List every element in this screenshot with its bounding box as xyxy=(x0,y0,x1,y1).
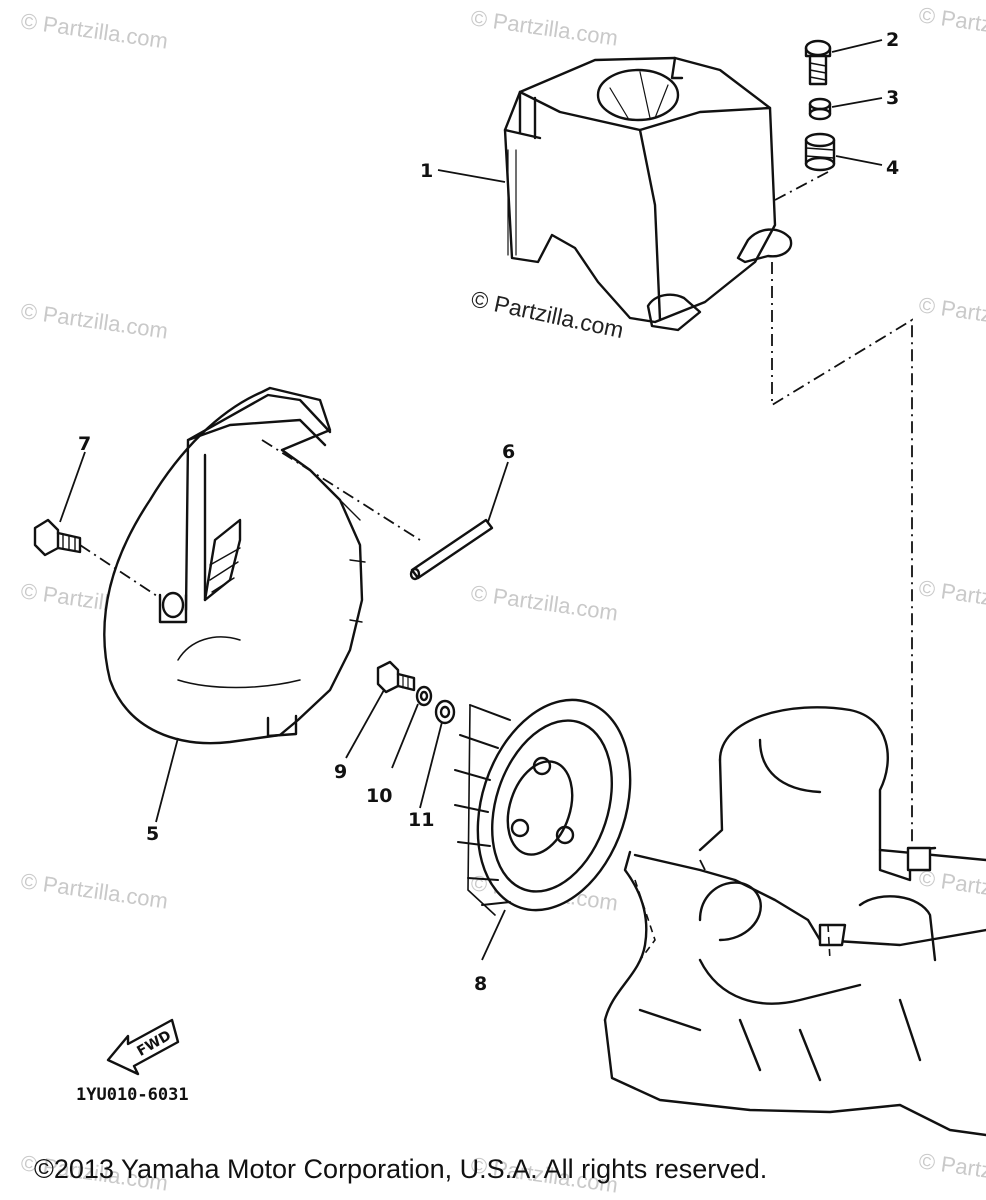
callout-1: 1 xyxy=(420,160,433,182)
callout-6: 6 xyxy=(502,441,515,463)
leader-line xyxy=(419,721,443,809)
watermark: © Partzilla.com xyxy=(469,580,619,625)
leader-line xyxy=(437,169,506,183)
leader-line xyxy=(835,155,883,166)
leader-line xyxy=(831,39,883,53)
callout-8: 8 xyxy=(474,973,487,995)
center-watermark: © Partzilla.com xyxy=(469,285,626,343)
pin-part xyxy=(409,518,494,581)
engine-crankcase xyxy=(603,706,986,1137)
washer-part-11 xyxy=(434,699,456,725)
copyright-notice: ©2013 Yamaha Motor Corporation, U.S.A. A… xyxy=(34,1154,768,1184)
watermark: © Partzilla.com xyxy=(917,865,986,910)
leader-line xyxy=(155,737,179,823)
leader-line xyxy=(831,97,883,108)
cooling-fan-part xyxy=(454,698,632,916)
damper-part-4 xyxy=(804,132,836,172)
screw-part-2 xyxy=(804,39,832,86)
leader-line xyxy=(487,461,509,523)
diagram-part-code: 1YU010-6031 xyxy=(76,1085,189,1105)
watermark: © Partzilla.com xyxy=(917,292,986,337)
callout-11: 11 xyxy=(408,809,434,831)
watermark: © Partzilla.com xyxy=(19,298,169,343)
leader-line xyxy=(481,909,506,961)
callout-7: 7 xyxy=(78,433,91,455)
watermark: © Partzilla.com xyxy=(19,8,169,53)
assembly-line xyxy=(699,859,706,871)
collar-part-3 xyxy=(808,97,832,121)
watermark: © Partzilla.com xyxy=(469,5,619,50)
leader-line xyxy=(345,689,385,759)
leader-lines xyxy=(59,39,883,961)
bolt-part-7 xyxy=(33,518,82,557)
callout-4: 4 xyxy=(886,157,899,179)
assembly-line xyxy=(771,262,913,842)
washer-part-10 xyxy=(415,685,433,707)
assembly-line xyxy=(774,171,829,201)
bolt-part-9 xyxy=(376,660,416,694)
engine-dashed-outline xyxy=(634,879,831,961)
watermark: © Partzilla.com xyxy=(917,575,986,620)
top-cowling-part xyxy=(503,56,793,332)
leader-line xyxy=(391,703,419,769)
forward-direction-arrow xyxy=(106,1018,180,1076)
leader-line xyxy=(59,451,86,523)
assembly-line xyxy=(79,544,161,599)
watermark: © Partzilla.com xyxy=(917,2,986,47)
callout-labels: 1 2 3 4 5 6 7 8 9 10 11 xyxy=(78,29,899,995)
callout-5: 5 xyxy=(146,823,159,845)
assembly-line xyxy=(261,439,421,541)
assembly-lines xyxy=(79,171,913,871)
watermark: © Partzilla.com xyxy=(917,1148,986,1193)
callout-10: 10 xyxy=(366,785,392,807)
callout-2: 2 xyxy=(886,29,899,51)
watermark: © Partzilla.com xyxy=(19,868,169,913)
callout-3: 3 xyxy=(886,87,899,109)
air-shroud-part xyxy=(103,386,366,745)
callout-9: 9 xyxy=(334,761,347,783)
